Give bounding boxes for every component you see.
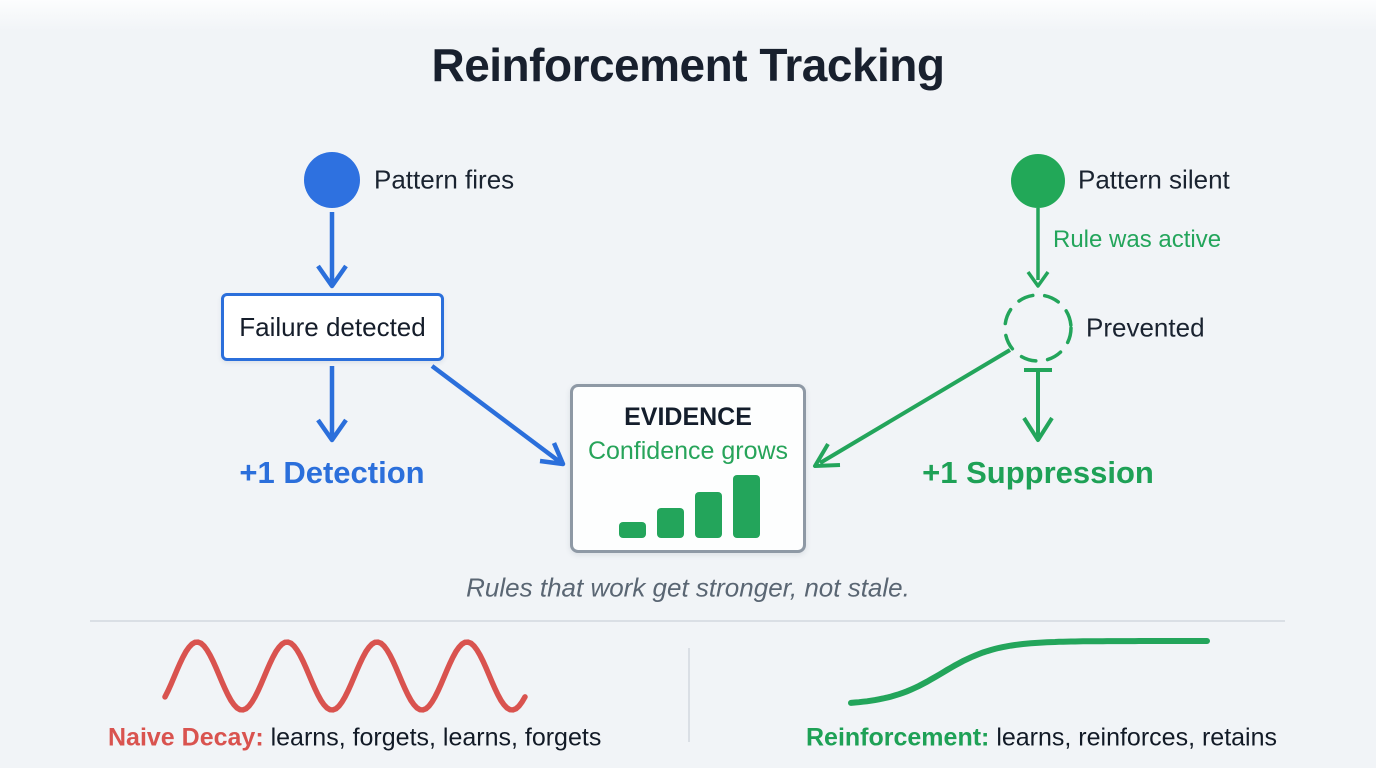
confidence-bar — [695, 492, 722, 538]
pattern-fires-label: Pattern fires — [374, 164, 515, 195]
confidence-bar — [733, 475, 760, 538]
confidence-bar-chart — [619, 471, 761, 538]
naive-decay-wave — [162, 639, 528, 713]
pattern-fires-node — [304, 152, 360, 208]
naive-decay-term: Naive Decay: — [108, 723, 264, 752]
reinforcement-term: Reinforcement: — [806, 723, 990, 752]
prevented-label: Prevented — [1086, 312, 1205, 343]
confidence-bar — [619, 522, 646, 538]
horizontal-divider — [90, 620, 1285, 622]
evidence-card: EVIDENCE Confidence grows — [570, 384, 806, 553]
pattern-silent-label: Pattern silent — [1078, 164, 1230, 195]
arrow-prevented-to-suppression — [1022, 368, 1054, 442]
reinforcement-legend: Reinforcement: learns, reinforces, retai… — [806, 724, 1277, 753]
naive-decay-legend: Naive Decay: learns, forgets, learns, fo… — [108, 724, 601, 753]
evidence-subtitle: Confidence grows — [587, 437, 789, 465]
vertical-divider — [688, 648, 690, 742]
arrow-fires-to-failure — [316, 212, 348, 289]
failure-detected-box: Failure detected — [221, 293, 444, 361]
pattern-silent-node — [1011, 154, 1065, 208]
arrow-silent-to-prevented — [1026, 208, 1050, 288]
reinforcement-curve — [848, 638, 1210, 706]
page-title: Reinforcement Tracking — [431, 39, 945, 91]
arrow-prevented-to-evidence — [813, 348, 1012, 468]
failure-detected-label: Failure detected — [239, 311, 426, 342]
detection-counter-label: +1 Detection — [239, 455, 425, 490]
arrow-failure-to-evidence — [430, 364, 566, 467]
arrow-failure-to-detection — [316, 366, 348, 443]
evidence-title: EVIDENCE — [624, 403, 752, 431]
suppression-counter-label: +1 Suppression — [922, 455, 1154, 490]
confidence-bar — [657, 508, 684, 538]
rule-was-active-label: Rule was active — [1053, 226, 1222, 253]
diagram-caption: Rules that work get stronger, not stale. — [466, 572, 910, 603]
naive-decay-description: learns, forgets, learns, forgets — [263, 723, 602, 752]
reinforcement-description: learns, reinforces, retains — [989, 723, 1277, 752]
prevented-node — [1003, 293, 1073, 363]
